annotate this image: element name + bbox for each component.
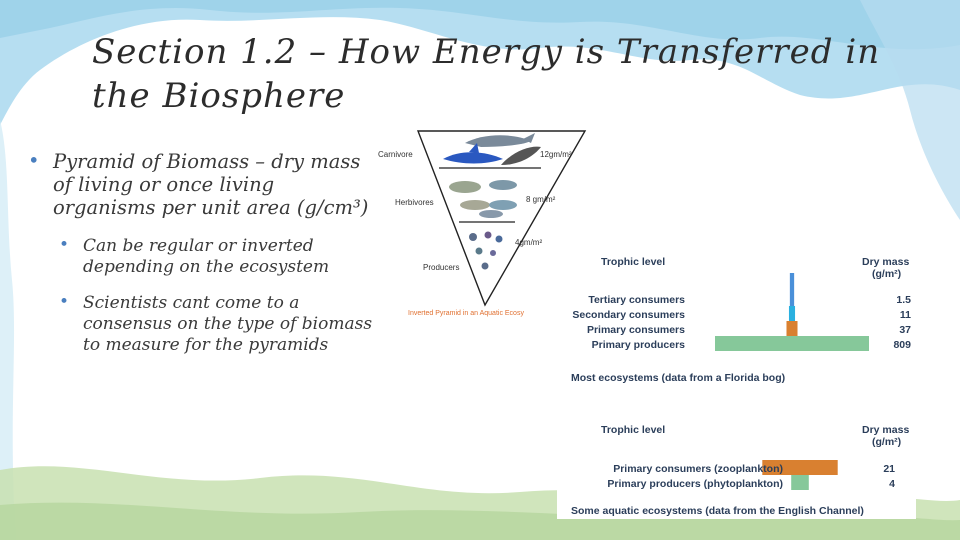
category-label: Primary producers (592, 339, 686, 351)
chart-bar (791, 475, 809, 490)
biomass-bar-chart: Trophic level Dry mass (g/m²) Tertiary c… (557, 253, 916, 519)
value-label: 37 (899, 324, 911, 336)
chart2-header-left: Trophic level (601, 424, 665, 436)
bullet-sub-1: • Can be regular or inverted depending o… (28, 235, 373, 278)
slide-title: Section 1.2 – How Energy is Transferred … (92, 32, 881, 116)
pyramid-outline (416, 130, 587, 307)
shark-icon (501, 146, 541, 165)
fish-icon (449, 180, 517, 218)
value-label: 1.5 (896, 294, 911, 306)
category-label: Primary producers (phytoplankton) (607, 478, 783, 490)
value-label: 4 (889, 478, 895, 490)
figure-caption: Inverted Pyramid in an Aquatic Ecosy (408, 310, 524, 317)
bullet-sub-1-text: Can be regular or inverted depending on … (83, 236, 330, 277)
chart-bar (789, 273, 795, 306)
bullet-main: • Pyramid of Biomass – dry mass of livin… (28, 149, 373, 219)
bullet-list: • Pyramid of Biomass – dry mass of livin… (28, 149, 373, 356)
category-label: Primary consumers (zooplankton) (613, 463, 783, 475)
value-label: 4gm/m² (515, 238, 542, 247)
bullet-dot: • (59, 235, 70, 255)
bullet-main-text: Pyramid of Biomass – dry mass of living … (53, 150, 369, 219)
level-label: Carnivore (378, 150, 413, 159)
chart-bar (762, 460, 838, 475)
level-label: Producers (423, 263, 459, 272)
chart-bar (788, 306, 796, 321)
category-label: Primary consumers (587, 324, 685, 336)
chart2-caption: Some aquatic ecosystems (data from the E… (571, 505, 864, 517)
chart-bar (786, 321, 798, 336)
chart1-header-left: Trophic level (601, 256, 665, 268)
inverted-pyramid-figure: Carnivore Herbivores Producers 12gm/m² 8… (373, 125, 593, 320)
value-label: 21 (883, 463, 895, 475)
category-label: Tertiary consumers (588, 294, 685, 306)
bullet-sub-2-text: Scientists cant come to a consensus on t… (83, 293, 373, 355)
value-label: 12gm/m² (540, 150, 572, 159)
dolphin-icon (465, 133, 535, 147)
chart2-header-right-unit: (g/m²) (872, 436, 901, 448)
bullet-dot: • (28, 149, 40, 172)
value-label: 8 gm/m² (526, 195, 556, 204)
chart-bar (715, 336, 869, 351)
bullet-dot: • (59, 292, 70, 312)
value-label: 809 (893, 339, 911, 351)
chart1-caption: Most ecosystems (data from a Florida bog… (571, 372, 785, 384)
chart1-header-right-unit: (g/m²) (872, 268, 901, 280)
level-label: Herbivores (395, 198, 434, 207)
value-label: 11 (900, 309, 911, 321)
chart1-header-right: Dry mass (862, 256, 909, 268)
category-label: Secondary consumers (572, 309, 685, 321)
bullet-sub-2: • Scientists cant come to a consensus on… (28, 292, 373, 356)
chart2-header-right: Dry mass (862, 424, 909, 436)
shark-icon (443, 143, 503, 164)
plankton-icon (469, 231, 503, 270)
